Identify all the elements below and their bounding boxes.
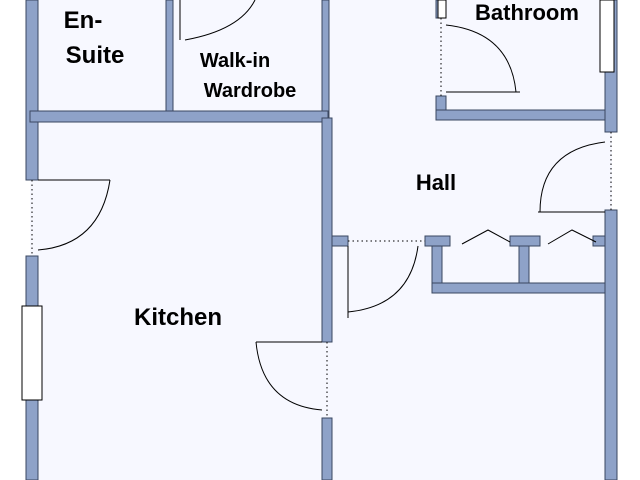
window-right <box>599 0 615 73</box>
door-left <box>37 179 111 251</box>
wall-left-middle <box>25 255 39 309</box>
label-walk-in-line1: Walk-in <box>200 50 270 72</box>
wall-left-lower <box>25 399 39 480</box>
cupboard-bifold-doors <box>461 229 597 245</box>
wall-kitchen-hall-lower <box>321 417 333 480</box>
label-en-suite-line1: En- <box>64 7 103 34</box>
wall-cupboard-cap-middle <box>509 235 541 247</box>
label-walk-in-line2: Wardrobe <box>204 80 297 102</box>
window-left <box>21 305 43 401</box>
window-bathroom-left <box>437 0 447 19</box>
wall-left-upper <box>25 0 39 181</box>
label-en-suite-line2: Suite <box>66 42 125 69</box>
wall-cupboard-bottom <box>431 282 613 294</box>
walls-group <box>25 0 618 480</box>
wall-hall-stub <box>331 235 349 247</box>
wall-right-lower <box>604 209 618 480</box>
wall-cupboard-divider <box>518 245 530 287</box>
door-wardrobe <box>179 0 256 41</box>
door-right <box>538 141 606 213</box>
wall-cupboard-cap-left <box>424 235 451 247</box>
label-hall: Hall <box>416 170 456 195</box>
door-kitchen <box>255 341 323 411</box>
wall-wardrobe-right <box>321 0 330 119</box>
wall-ensuite-wardrobe-divider <box>165 0 174 119</box>
wall-kitchen-hall-upper <box>321 117 333 343</box>
wall-upper-horizontal <box>29 110 329 123</box>
door-hall <box>347 245 419 318</box>
wall-bathroom-bottom <box>435 109 613 121</box>
door-bathroom <box>445 24 520 93</box>
label-kitchen: Kitchen <box>134 304 222 331</box>
label-bathroom: Bathroom <box>475 0 579 25</box>
